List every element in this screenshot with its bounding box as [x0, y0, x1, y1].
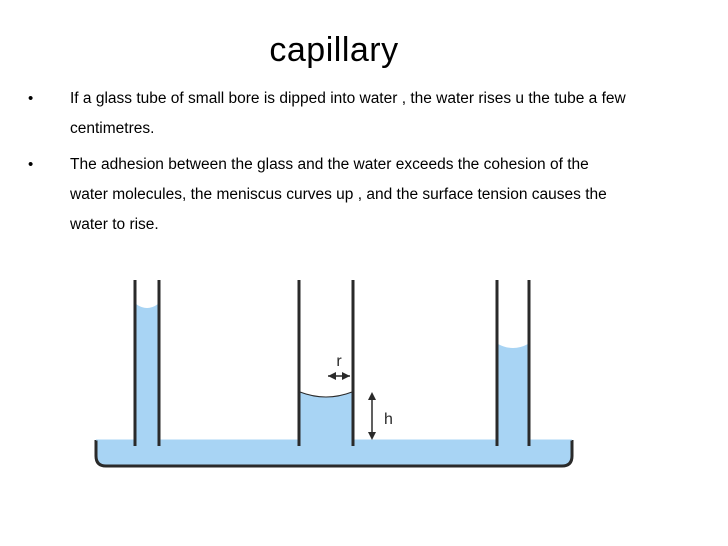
slide-title: capillary: [269, 31, 399, 69]
right-meniscus: [498, 344, 528, 348]
height-label: h: [384, 411, 393, 428]
bullet-marker: •: [28, 156, 34, 173]
bullet-item: • The adhesion between the glass and the…: [28, 150, 628, 240]
bullet-marker: •: [28, 90, 34, 107]
height-arrowhead-bottom: [368, 432, 376, 440]
bullet-text: If a glass tube of small bore is dipped …: [70, 90, 626, 137]
radius-arrowhead-left: [328, 372, 336, 380]
radius-label: r: [336, 353, 342, 370]
capillary-diagram: r h: [94, 280, 574, 468]
basin: [94, 440, 574, 468]
bullet-text: The adhesion between the glass and the w…: [70, 156, 607, 233]
middle-meniscus: [299, 391, 353, 398]
left-meniscus: [136, 304, 158, 308]
basin-water: [96, 440, 572, 466]
radius-arrowhead-right: [342, 372, 350, 380]
height-arrowhead-top: [368, 392, 376, 400]
middle-tube-water: [300, 392, 352, 440]
bullet-list: • If a glass tube of small bore is dippe…: [28, 84, 628, 246]
bullet-item: • If a glass tube of small bore is dippe…: [28, 84, 628, 144]
left-tube-water: [136, 304, 158, 440]
right-tube-water: [498, 344, 528, 440]
